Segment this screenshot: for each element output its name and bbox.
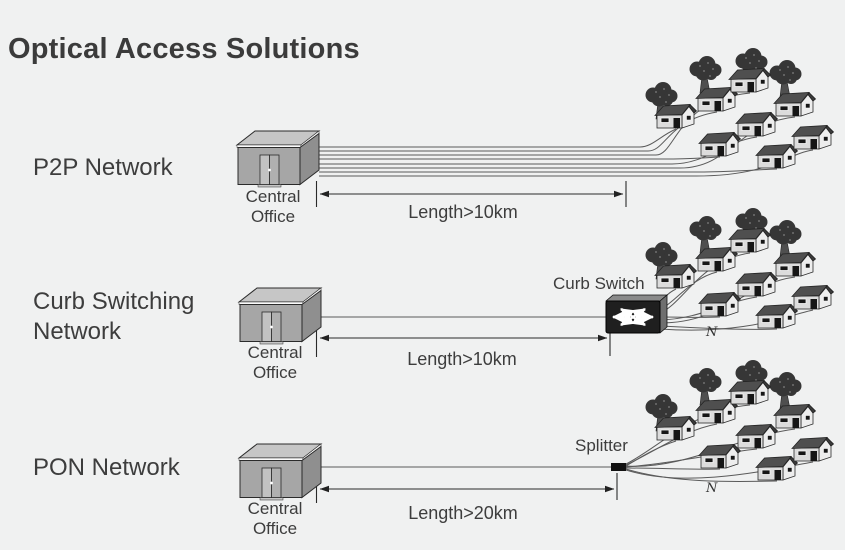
curb-switch-icon [604, 294, 669, 334]
central-office-label: Central Office [247, 499, 303, 539]
length-label-pon: Length>20km [408, 503, 518, 523]
page-title: Optical Access Solutions [8, 33, 360, 65]
fanout-count-label: N [706, 325, 718, 340]
pon-fiber-lines [319, 404, 814, 483]
central-office-icon [238, 443, 322, 501]
central-office-icon [238, 287, 322, 345]
curb-switch-label: Curb Switch [553, 274, 645, 293]
row-label-curb-switching: Curb Switching Network [33, 288, 195, 345]
p2p-dimension-arrow [315, 181, 627, 207]
length-label-p2p: Length>10km [408, 202, 518, 222]
fanout-count-label: N [706, 481, 718, 496]
splitter-label: Splitter [575, 436, 628, 455]
central-office-label: Central Office [245, 187, 301, 227]
central-office-label: Central Office [247, 343, 303, 383]
houses-cluster [646, 48, 834, 168]
pon-dimension-arrow [315, 473, 618, 503]
central-office-icon [236, 130, 320, 188]
houses-cluster [646, 208, 834, 328]
row-label-p2p: P2P Network [33, 154, 173, 181]
row-label-pon: PON Network [33, 454, 180, 481]
length-label-curb: Length>10km [407, 349, 517, 369]
splitter-icon [611, 463, 626, 471]
